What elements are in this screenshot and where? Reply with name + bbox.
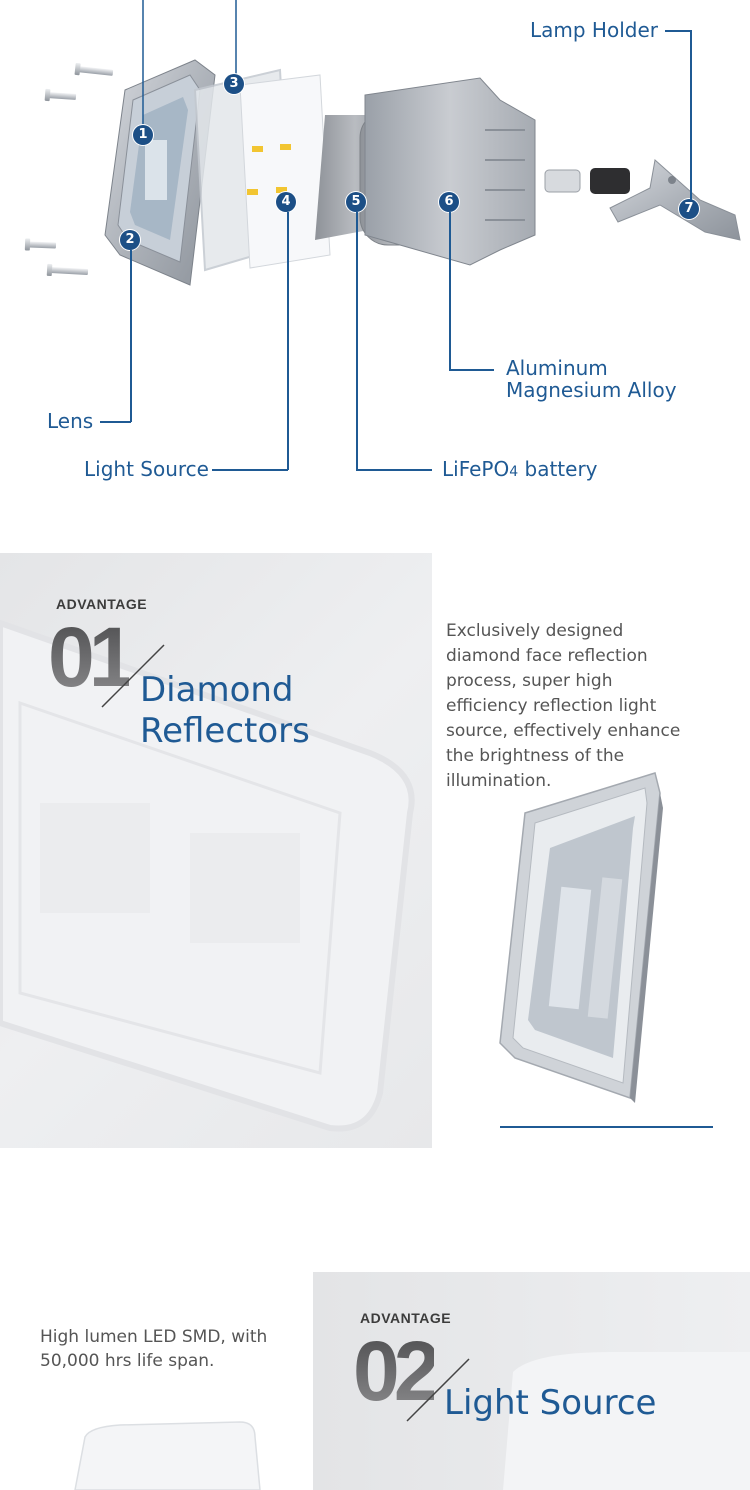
advantage-01-number: 01 [48,610,135,704]
marker-3: 3 [224,74,244,94]
lens-leader [130,250,132,422]
battery-label-suffix: battery [518,457,598,481]
aluminum-leader [449,212,451,370]
battery-label-prefix: LiFePO [442,457,510,481]
light-source-leader [287,212,289,470]
aluminum-label-line1: Aluminum [506,356,608,380]
battery-leader [356,212,358,470]
advantage-01-tag: ADVANTAGE [56,596,148,612]
reflector-product-image [499,772,663,1103]
marker-1: 1 [133,125,153,145]
battery-leader [356,469,432,471]
screw [27,241,57,249]
advantage-01-section: ADVANTAGE 01 Diamond Reflectors Exclusiv… [0,553,750,1148]
light-source-label: Light Source [84,457,209,481]
marker-7: 7 [679,199,699,219]
marker-5: 5 [346,192,366,212]
light-source-leader [212,469,288,471]
slash-divider [406,1358,470,1422]
advantage-02-number: 02 [353,1324,440,1418]
exploded-view-illustration [104,0,741,286]
lens-leader [100,421,131,423]
advantage-02-section: ADVANTAGE 02 Light Source High lumen LED… [0,1272,750,1490]
aluminum-label: Aluminum Magnesium Alloy [506,357,677,401]
advantage-01-underline [500,1126,713,1128]
reflector-background-illustration [0,619,415,1132]
lens-label: Lens [47,409,94,433]
advantage-01-background [0,553,432,1148]
battery-label: LiFePO4 battery [442,457,598,481]
advantage-01-title: Diamond Reflectors [140,670,310,752]
lamp-holder-leader [665,30,691,32]
lamp-holder-leader [690,30,692,200]
connector-part [544,168,630,194]
advantage-02-background [313,1272,750,1490]
advantage-02-tag: ADVANTAGE [360,1310,452,1326]
advantage-01-title-line2: Reflectors [140,711,310,751]
light-source-product-image [74,1421,261,1490]
marker-4: 4 [276,192,296,212]
battery-label-subscript: 4 [509,464,519,480]
housing-part [364,77,536,266]
lens-part [104,59,216,286]
aluminum-label-line2: Magnesium Alloy [506,378,677,402]
light-source-background-illustration [503,1352,750,1490]
lamp-holder-label: Lamp Holder [530,18,658,42]
lamp-holder-part [609,159,741,241]
exploded-diagram: 1 2 3 4 5 6 7 Lamp Holder Aluminum Magne… [0,0,750,510]
slash-divider [101,644,165,708]
light-source-part [239,74,331,269]
marker-2: 2 [120,230,140,250]
advantage-01-description: Exclusively designed diamond face reflec… [446,621,681,791]
advantage-02-title: Light Source [444,1383,657,1423]
marker-6: 6 [439,192,459,212]
advantage-01-title-line1: Diamond [140,670,294,710]
advantage-02-description: High lumen LED SMD, with 50,000 hrs life… [40,1327,268,1371]
aluminum-leader [449,369,494,371]
